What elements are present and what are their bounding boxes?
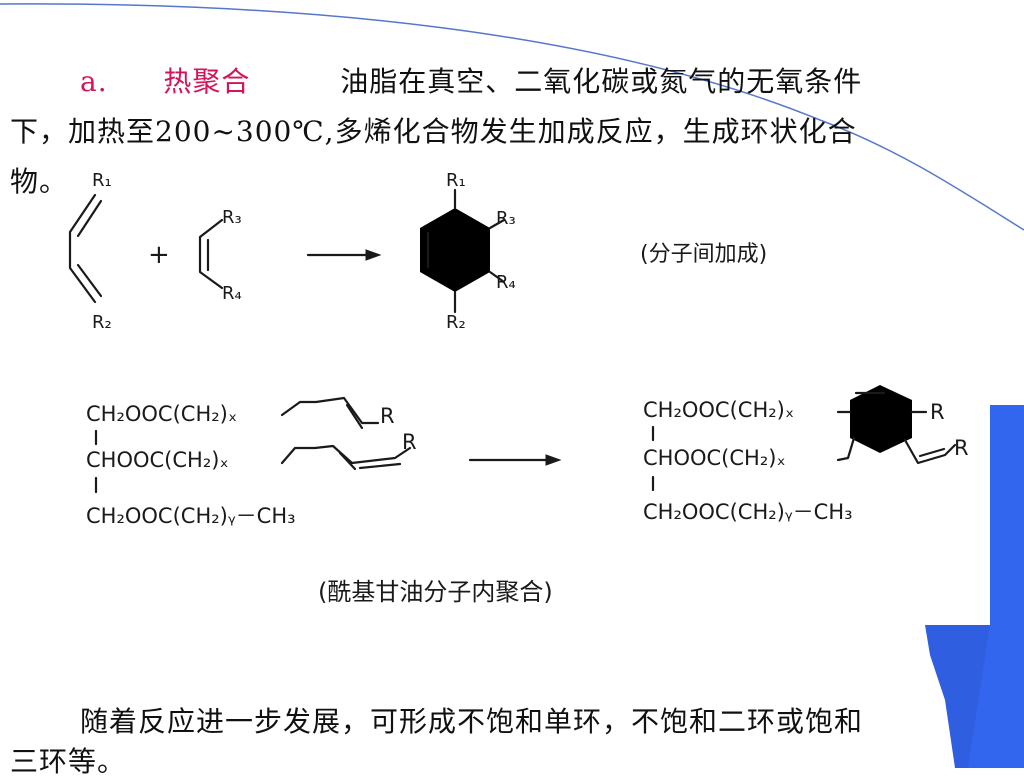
cyclohexene-ring-2	[850, 385, 912, 453]
left-r-mid: R	[402, 430, 417, 454]
ring-bond-r4	[488, 270, 506, 284]
conclusion-line-1: 随着反应进一步发展，可形成不饱和单环，不饱和二环或饱和	[80, 705, 864, 738]
diene-r1-label: R₁	[92, 170, 112, 191]
product-r1-label: R₁	[446, 170, 466, 191]
left-chain-top	[280, 396, 380, 425]
left-row-3: CH₂OOC(CH₂)ᵧ－CH₃	[86, 504, 296, 528]
left-chain-mid	[280, 444, 412, 465]
left-row-2: CHOOC(CH₂)ₓ	[86, 448, 229, 472]
left-r-top: R	[380, 404, 395, 428]
left-mid-double-bond-2	[358, 462, 402, 470]
intramolecular-caption: (酰基甘油分子内聚合)	[318, 578, 553, 606]
ring2-vinyl-double-bond	[918, 447, 946, 458]
diene-double-bond-2	[76, 263, 103, 298]
intro-line-2: 下，加热至200~300℃,多烯化合物发生加成反应，生成环状化合	[10, 115, 857, 148]
conclusion-line-2: 三环等。	[10, 745, 127, 778]
left-mid-double-bond-1	[338, 451, 357, 471]
intro-line-1: a. 热聚合 油脂在真空、二氧化碳或氮气的无氧条件	[80, 60, 862, 100]
diene-double-bond-1	[76, 199, 103, 238]
product-r2-label: R₂	[446, 312, 466, 333]
product-r4-label: R₄	[496, 272, 516, 293]
ring2-vinyl	[903, 438, 957, 465]
right-r-mid: R	[954, 436, 969, 460]
right-r-top: R	[930, 400, 945, 424]
intro-line-3: 物。	[10, 165, 69, 198]
left-top-double-bond	[345, 403, 364, 430]
section-label: a.	[80, 65, 108, 98]
arrow-2-head	[545, 454, 562, 466]
alkene-chain	[198, 218, 224, 290]
left-row-1: CH₂OOC(CH₂)ₓ	[86, 402, 238, 426]
arrow-1-head	[365, 249, 382, 261]
ring2-to-chain-2	[836, 436, 856, 462]
plus-sign: +	[148, 240, 170, 270]
diene-r2-label: R₂	[92, 312, 112, 333]
alkene-r4-label: R₄	[222, 283, 242, 304]
diene-chain	[68, 193, 97, 304]
intermolecular-note: (分子间加成)	[640, 242, 768, 267]
right-row-1: CH₂OOC(CH₂)ₓ	[643, 398, 795, 422]
alkene-r3-label: R₃	[222, 207, 242, 228]
section-term: 热聚合	[163, 65, 251, 98]
right-row-2: CHOOC(CH₂)ₓ	[643, 446, 786, 470]
cyclohexene-ring	[420, 208, 490, 292]
ring-bond-r3	[488, 218, 506, 230]
product-r3-label: R₃	[496, 208, 516, 229]
right-row-3: CH₂OOC(CH₂)ᵧ－CH₃	[643, 500, 853, 524]
intro-text-1: 油脂在真空、二氧化碳或氮气的无氧条件	[340, 65, 863, 98]
